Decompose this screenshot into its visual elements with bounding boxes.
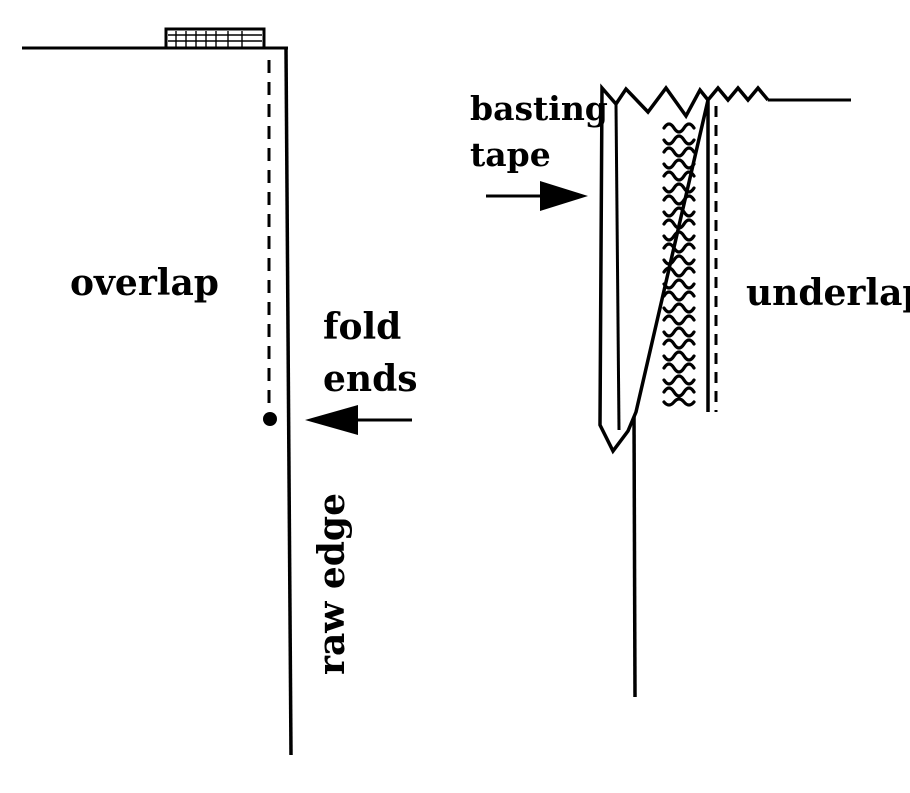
overlap-panel <box>22 27 293 756</box>
fold-ends-label-line2: ends <box>323 358 418 400</box>
zipper-stop <box>164 27 266 50</box>
stitch-end-dot <box>263 412 277 426</box>
zipper-teeth <box>662 122 696 407</box>
fold-ends-label-line1: fold <box>323 306 401 348</box>
band-inner-fold <box>614 103 621 431</box>
raw-edge-label: raw edge <box>311 493 353 675</box>
overlap-label: overlap <box>70 262 219 304</box>
raw-edge-line <box>284 47 293 756</box>
underlap-panel <box>598 83 851 698</box>
basting-tape-label-line2: tape <box>470 135 551 174</box>
arrow-right-icon <box>486 181 588 211</box>
underlap-label: underlap <box>746 272 910 314</box>
basting-tape-label-line1: basting <box>470 89 608 128</box>
arrow-left-icon <box>305 405 412 435</box>
underlap-fabric-line <box>632 411 637 698</box>
